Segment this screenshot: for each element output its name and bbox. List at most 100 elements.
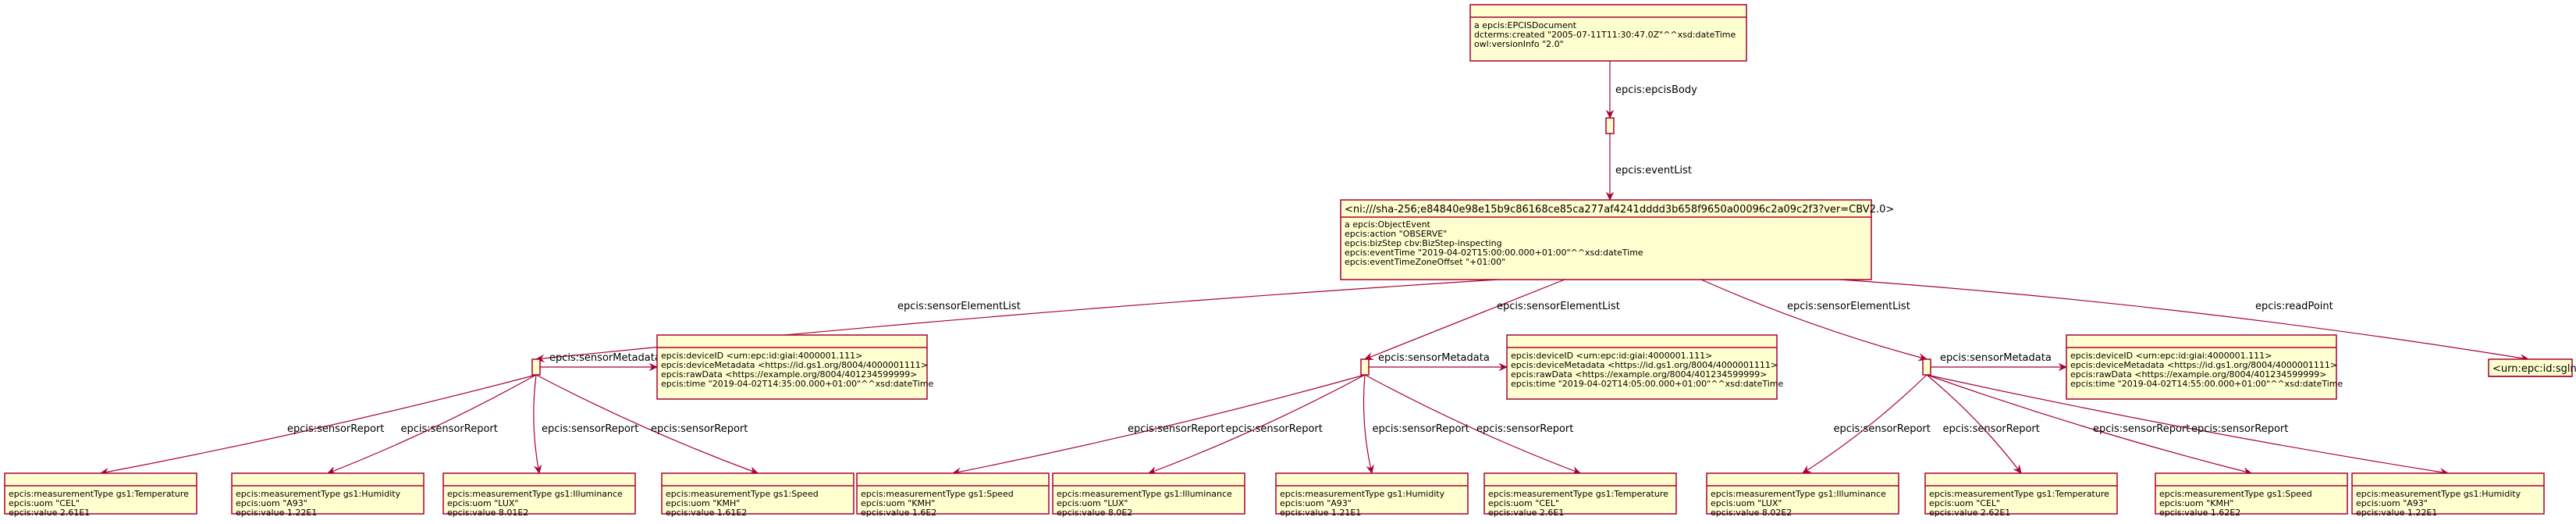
sensor-report-node-7-line: epcis:measurementType gs1:Humidity (1280, 489, 1445, 499)
sensor-report-node-6-line: epcis:uom "LUX" (1057, 498, 1128, 508)
sensor-report-node-4: epcis:measurementType gs1:Speedepcis:uom… (661, 472, 855, 518)
sensor-report-node-1: epcis:measurementType gs1:Temperatureepc… (4, 472, 197, 518)
edge-sensor-report-9-label: epcis:sensorReport (1834, 423, 1931, 435)
sensor-report-node-10-line: epcis:uom "CEL" (1929, 498, 2000, 508)
sensor-metadata-node-1-frame (656, 334, 928, 400)
edge-epcis-body-arrowhead (1605, 109, 1615, 119)
sensor-report-node-3-line: epcis:value 8.01E2 (447, 508, 528, 518)
edge-sensor-report-7-line (1363, 374, 1373, 474)
sensor-metadata-node-3-line: epcis:time "2019-04-02T14:55:00.000+01:0… (2070, 379, 2343, 389)
sensor-metadata-node-1-line: epcis:deviceID <urn:epc:id:giai:4000001.… (661, 351, 862, 361)
sensor-report-node-3: epcis:measurementType gs1:Illuminanceepc… (442, 472, 636, 518)
edge-epcis-body-label: epcis:epcisBody (1615, 84, 1697, 96)
sensor-report-node-12-frame (2351, 472, 2545, 515)
sensor-metadata-node-2-frame (1506, 334, 1778, 400)
edge-sensor-report-2-line (327, 374, 537, 474)
sensor-report-node-4-line: epcis:measurementType gs1:Speed (666, 489, 819, 499)
sensor-report-node-8-line: epcis:measurementType gs1:Temperature (1488, 489, 1668, 499)
sensor-report-node-5-line: epcis:value 1.6E2 (861, 508, 936, 518)
read-point-node: <urn:epc:id:sgln:4012345.00005.0> (2488, 358, 2576, 377)
sensor-report-node-1-line: epcis:value 2.61E1 (9, 508, 90, 518)
edge-sensor-report-1-line (100, 374, 537, 474)
sensor-report-node-2-line: epcis:value 1.22E1 (236, 508, 317, 518)
sensor-report-node-7-line: epcis:value 1.21E1 (1280, 508, 1361, 518)
sensor-report-node-2-line: epcis:measurementType gs1:Humidity (236, 489, 401, 499)
sensor-report-node-8: epcis:measurementType gs1:Temperature epc… (1483, 472, 1677, 518)
sensor-report-node-7-line: epcis:uom "A93" (1280, 498, 1352, 508)
sensor-report-node-4-line: epcis:value 1.61E2 (666, 508, 747, 518)
blank-node-sensor-element-2 (1360, 358, 1370, 376)
edge-event-list-arrowhead (1605, 191, 1615, 201)
sensor-report-node-11-line: epcis:measurementType gs1:Speed (2159, 489, 2312, 499)
edge-read-point-line (1839, 279, 2529, 360)
edge-sensor-report-7-arrowhead (1366, 464, 1374, 475)
edge-sensor-report-3-line (533, 374, 540, 474)
sensor-metadata-node-2-line: epcis:rawData <https://example.org/8004/… (1511, 369, 1767, 380)
epcis-document-node-line: owl:versionInfo "2.0" (1474, 39, 1564, 49)
object-event-node-frame (1340, 199, 1872, 280)
edge-sensor-report-5-line (952, 374, 1366, 474)
edge-sensor-report-4-line (535, 374, 759, 474)
edge-sensor-element-list-1-label: epcis:sensorElementList (897, 301, 1021, 312)
sensor-metadata-node-1-line: epcis:deviceMetadata <https://id.gs1.org… (661, 360, 928, 370)
edge-sensor-report-1-label: epcis:sensorReport (287, 423, 384, 435)
sensor-report-node-10-line: epcis:measurementType gs1:Temperature (1929, 489, 2109, 499)
sensor-report-node-10-line: epcis:value 2.62E1 (1929, 508, 2010, 518)
edge-sensor-metadata-3-arrowhead (2058, 362, 2068, 372)
sensor-report-node-5-line: epcis:uom "KMH" (861, 498, 935, 508)
sensor-report-node-7: epcis:measurementType gs1:Humidityepcis:… (1275, 472, 1469, 518)
sensor-metadata-node-3-line: epcis:rawData <https://example.org/8004/… (2070, 369, 2326, 380)
sensor-report-node-9: epcis:measurementType gs1:Illuminanceepc… (1706, 472, 1899, 518)
sensor-report-node-12: epcis:measurementType gs1:Humidityepcis:… (2351, 472, 2545, 518)
sensor-report-node-6-line: epcis:measurementType gs1:Illuminance (1057, 489, 1232, 499)
sensor-report-node-5-line: epcis:measurementType gs1:Speed (861, 489, 1014, 499)
blank-node-sensor-element-3 (1922, 358, 1931, 376)
sensor-report-node-10: epcis:measurementType gs1:Temperatureepc… (1924, 472, 2118, 518)
sensor-metadata-node-3-line: epcis:deviceMetadata <https://id.gs1.org… (2070, 360, 2337, 370)
edge-sensor-report-6-line (1148, 374, 1366, 474)
edge-sensor-report-9-line (1802, 374, 1928, 474)
sensor-metadata-node-2-line: epcis:time "2019-04-02T14:05:00.000+01:0… (1511, 379, 1784, 389)
sensor-report-node-10-frame (1924, 472, 2118, 515)
edge-sensor-report-10-arrowhead (2013, 464, 2022, 474)
edge-sensor-report-3-arrowhead (533, 464, 542, 475)
edge-sensor-report-5-label: epcis:sensorReport (1128, 423, 1224, 435)
sensor-report-node-4-line: epcis:uom "KMH" (666, 498, 740, 508)
sensor-metadata-node-2-line: epcis:deviceMetadata <https://id.gs1.org… (1511, 360, 1778, 370)
edge-sensor-report-8-line (1364, 374, 1581, 474)
object-event-node-line: epcis:eventTimeZoneOffset "+01:00" (1345, 257, 1505, 267)
object-event-node-line: a epcis:ObjectEvent (1345, 219, 1431, 230)
edge-sensor-report-12-label: epcis:sensorReport (2191, 423, 2288, 435)
sensor-report-node-8-line: epcis:value 2.6E1 (1488, 508, 1564, 518)
edge-sensor-element-list-1-arrowhead (535, 354, 545, 363)
sensor-report-node-8-frame (1483, 472, 1677, 515)
sensor-report-node-12-line: epcis:value 1.22E1 (2356, 508, 2437, 518)
edge-sensor-report-7-label: epcis:sensorReport (1373, 423, 1469, 435)
sensor-report-node-7-frame (1275, 472, 1469, 515)
object-event-node-line: epcis:action "OBSERVE" (1345, 229, 1447, 239)
sensor-report-node-2-frame (231, 472, 425, 515)
sensor-report-node-6-line: epcis:value 8.0E2 (1057, 508, 1132, 518)
edge-event-list-label: epcis:eventList (1615, 165, 1692, 176)
sensor-report-node-5: epcis:measurementType gs1:Speedepcis:uom… (856, 472, 1050, 518)
object-event-node-line: epcis:bizStep cbv:BizStep-inspecting (1345, 238, 1502, 248)
edge-sensor-metadata-1-arrowhead (648, 362, 659, 372)
sensor-metadata-node-1: epcis:deviceID <urn:epc:id:giai:4000001.… (656, 334, 934, 400)
sensor-metadata-node-1-line: epcis:rawData <https://example.org/8004/… (661, 369, 917, 380)
edge-sensor-report-10-label: epcis:sensorReport (1943, 423, 2040, 435)
sensor-report-node-4-frame (661, 472, 855, 515)
edge-sensor-element-list-2-line (1364, 279, 1565, 360)
edge-sensor-metadata-3-label: epcis:sensorMetadata (1940, 352, 2052, 364)
epcis-document-node-line: dcterms:created "2005-07-11T11:30:47.0Z"… (1474, 30, 1736, 40)
edge-sensor-report-8-label: epcis:sensorReport (1476, 423, 1573, 435)
sensor-metadata-node-3-line: epcis:deviceID <urn:epc:id:giai:4000001.… (2070, 351, 2272, 361)
sensor-report-node-11: epcis:measurementType gs1:Speedepcis:uom… (2155, 472, 2348, 518)
epcis-document-node-frame (1469, 4, 1747, 62)
sensor-report-node-9-line: epcis:measurementType gs1:Illuminance (1711, 489, 1886, 499)
sensor-metadata-node-3: epcis:deviceID <urn:epc:id:giai:4000001.… (2066, 334, 2343, 400)
edge-sensor-report-6-label: epcis:sensorReport (1226, 423, 1323, 435)
edge-sensor-report-4-label: epcis:sensorReport (651, 423, 748, 435)
sensor-report-node-11-frame (2155, 472, 2348, 515)
